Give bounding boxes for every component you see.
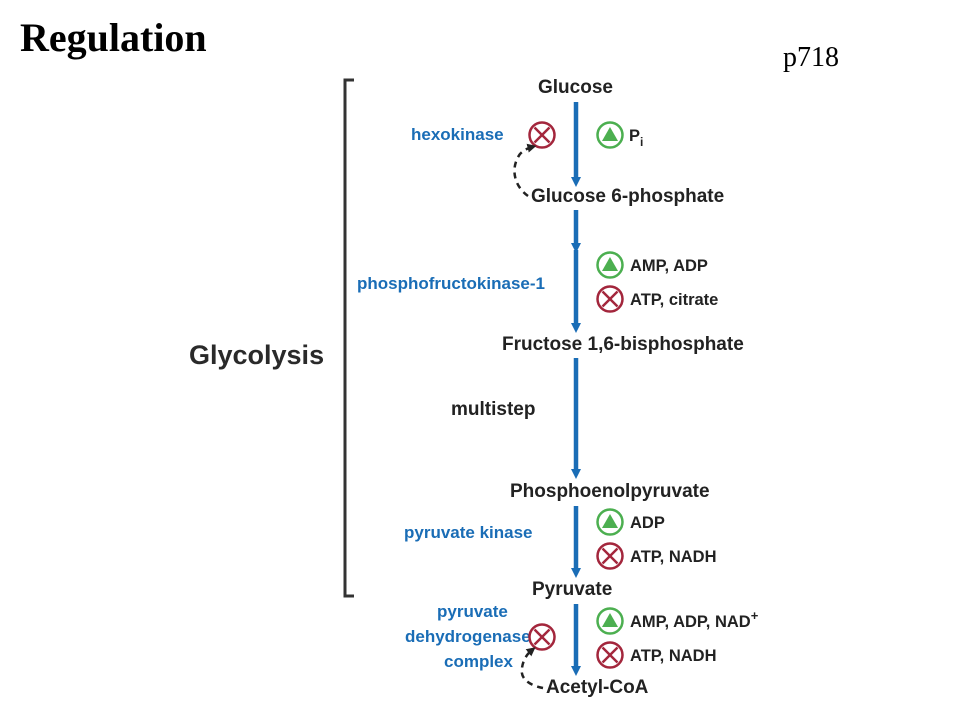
effector-pi-sub: i bbox=[640, 135, 643, 149]
enzyme-pdh-line1: pyruvate bbox=[437, 602, 508, 621]
pk-inhibitors: ATP, NADH bbox=[630, 548, 716, 566]
page-reference: p718 bbox=[783, 42, 839, 73]
pdh-activators-base: AMP, ADP, NAD bbox=[630, 613, 751, 631]
activation-icon bbox=[596, 121, 624, 149]
pfk1-inhibitors: ATP, citrate bbox=[630, 291, 718, 309]
activation-icon bbox=[596, 251, 624, 279]
pfk1-activators: AMP, ADP bbox=[630, 257, 708, 275]
inhibition-icon bbox=[596, 641, 624, 669]
inhibition-icon bbox=[596, 285, 624, 313]
inhibition-icon bbox=[596, 542, 624, 570]
multistep-label: multistep bbox=[451, 399, 535, 420]
hexokinase-activator: Pi bbox=[629, 127, 643, 149]
enzyme-pyruvate-kinase: pyruvate kinase bbox=[404, 523, 533, 542]
glycolysis-bracket bbox=[343, 78, 354, 598]
enzyme-hexokinase: hexokinase bbox=[411, 125, 504, 144]
enzyme-phosphofructokinase-1: phosphofructokinase-1 bbox=[357, 274, 545, 293]
pk-activators: ADP bbox=[630, 514, 665, 532]
metabolite-glucose: Glucose bbox=[538, 77, 613, 98]
feedback-acetyl-coa-to-pdh bbox=[520, 647, 544, 690]
glycolysis-label: Glycolysis bbox=[189, 340, 324, 370]
inhibition-icon bbox=[528, 121, 556, 149]
slide-title: Regulation bbox=[20, 15, 207, 60]
metabolite-fructose-1-6-bisphosphate: Fructose 1,6-bisphosphate bbox=[502, 334, 744, 355]
pdh-activators-sup: + bbox=[751, 608, 759, 623]
enzyme-pdh-line2: dehydrogenase bbox=[405, 627, 531, 646]
feedback-g6p-to-hexokinase bbox=[513, 143, 537, 198]
pdh-inhibitors: ATP, NADH bbox=[630, 647, 716, 665]
inhibition-icon bbox=[528, 623, 556, 651]
metabolite-acetyl-coa: Acetyl-CoA bbox=[546, 677, 649, 698]
enzyme-pdh-line3: complex bbox=[444, 652, 514, 671]
metabolite-pyruvate: Pyruvate bbox=[532, 579, 612, 600]
metabolite-glucose-6-phosphate: Glucose 6-phosphate bbox=[531, 186, 724, 207]
pdh-activators: AMP, ADP, NAD+ bbox=[630, 608, 759, 631]
activation-icon bbox=[596, 508, 624, 536]
effector-pi-base: P bbox=[629, 127, 640, 145]
metabolite-phosphoenolpyruvate: Phosphoenolpyruvate bbox=[510, 481, 710, 502]
activation-icon bbox=[596, 607, 624, 635]
